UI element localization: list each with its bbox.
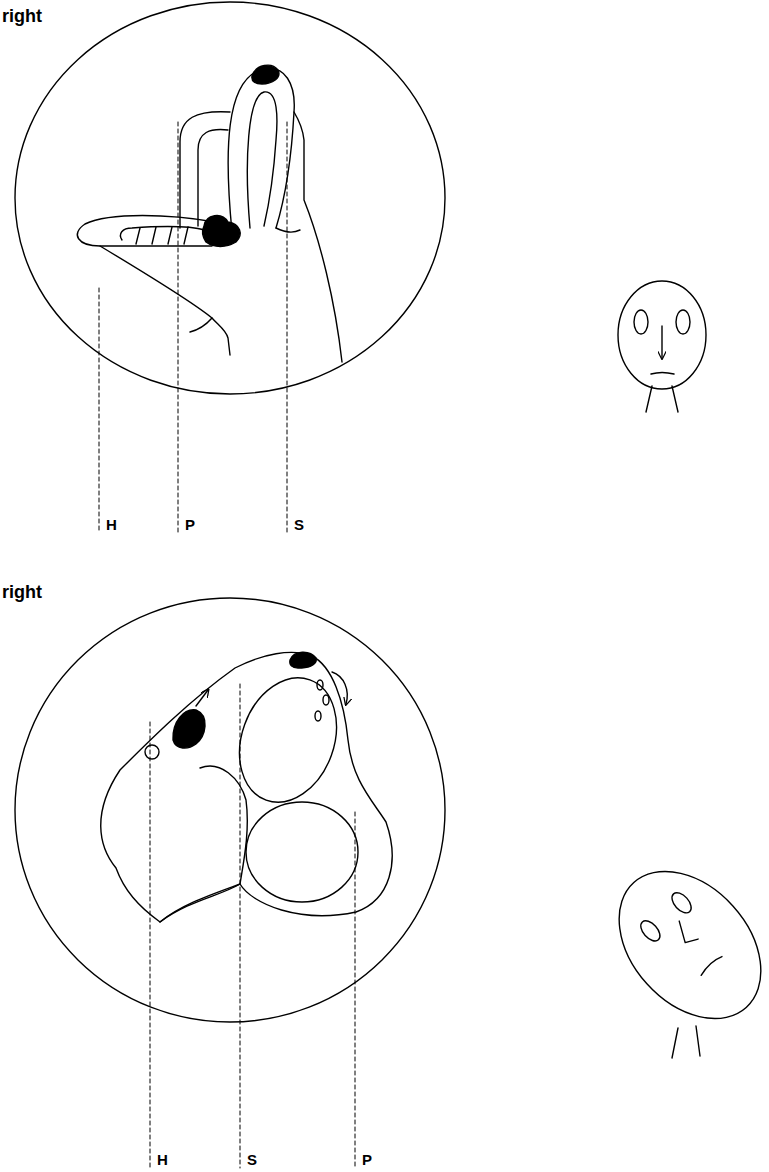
posterior-canal [246,802,358,902]
view-circle [15,598,445,1022]
view-circle [15,2,445,394]
canal-label: S [247,1151,257,1168]
head-tilted [591,844,769,1046]
vestibule [294,112,342,362]
posterior-canal [180,112,230,228]
head-upright [618,281,706,412]
superior-canal [228,68,294,232]
ampulla [173,710,205,748]
canal-label: S [294,516,304,533]
horizontal-canal-inner [120,227,205,240]
view-label: right [2,582,42,603]
ampulla [252,65,279,84]
ampulla [290,652,316,668]
ampulla [203,216,240,247]
canal-label: H [106,516,117,533]
superior-canal [223,664,353,816]
horizontal-canal [77,216,215,247]
view-label: right [2,6,42,27]
canal-label: P [185,516,195,533]
canal-label: H [157,1151,168,1168]
labyrinth-outline [101,652,392,922]
canal-label: P [362,1151,372,1168]
